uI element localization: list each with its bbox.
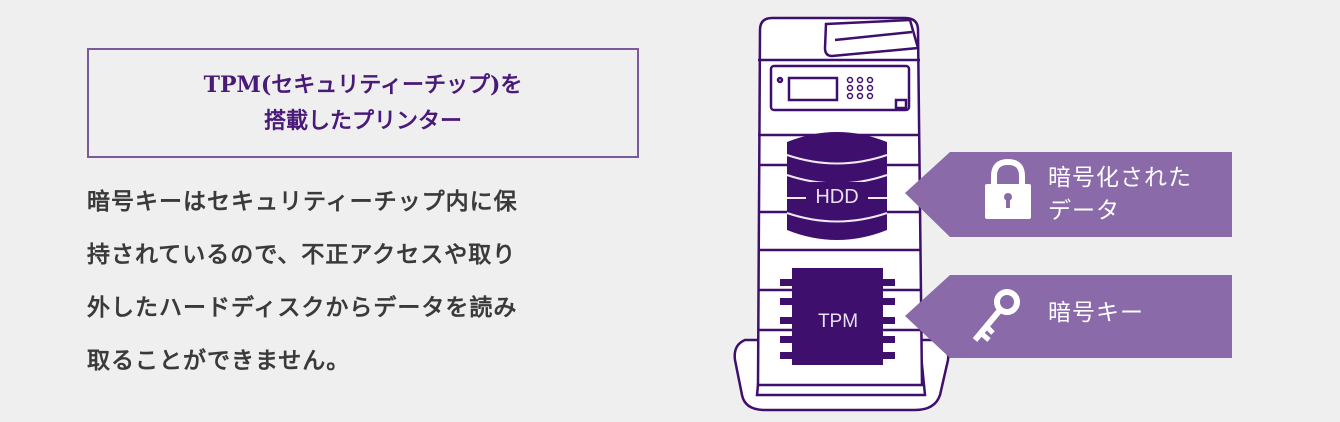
description-line: 取ることができません。 (87, 348, 351, 374)
description-line: 暗号キーはセキュリティーチップ内に保 (87, 189, 518, 215)
hdd-icon: HDD (786, 132, 888, 240)
key-icon (972, 289, 1020, 342)
description: 暗号キーはセキュリティーチップ内に保 持されているので、不正アクセスや取り 外し… (87, 176, 647, 388)
lock-icon (985, 158, 1031, 219)
heading-line-1: TPM(セキュリティーチップ)を (203, 72, 523, 98)
callout-line: 暗号化された (1048, 165, 1192, 191)
description-line: 持されているので、不正アクセスや取り (87, 242, 517, 268)
heading-line-2: 搭載したプリンター (263, 108, 462, 134)
callout-line: データ (1048, 198, 1120, 224)
tpm-label: TPM (818, 311, 858, 332)
heading-box: TPM(セキュリティーチップ)を 搭載したプリンター (87, 48, 639, 158)
callout-line: 暗号キー (1048, 300, 1144, 326)
tpm-chip-icon: TPM (780, 268, 895, 365)
callout-text-encryption-key: 暗号キー (1048, 297, 1144, 330)
hdd-label: HDD (815, 186, 858, 208)
callout-text-encrypted-data: 暗号化された データ (1048, 162, 1192, 228)
description-line: 外したハードディスクからデータを読み (87, 295, 518, 321)
